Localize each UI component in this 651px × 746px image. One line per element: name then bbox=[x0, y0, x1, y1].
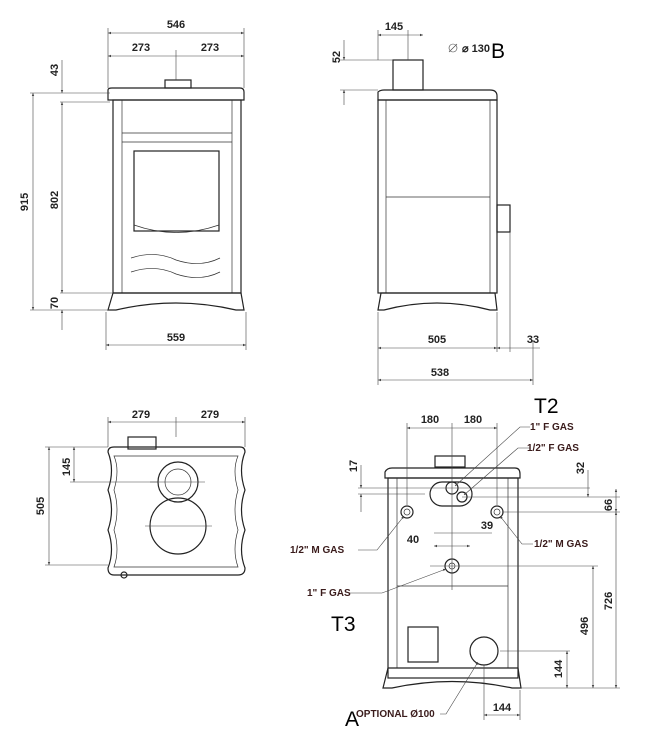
dim-total-depth: 538 bbox=[431, 367, 449, 379]
dim-39: 39 bbox=[481, 520, 493, 532]
dim-17: 17 bbox=[348, 460, 360, 472]
side-view: 145 ⌀ 130 B 52 505 33 538 bbox=[331, 21, 540, 385]
dim-half-left: 279 bbox=[132, 409, 150, 421]
dim-144-vertical: 144 bbox=[553, 659, 565, 678]
dim-half-right: 279 bbox=[201, 409, 219, 421]
label-half-m-gas-right: 1/2" M GAS bbox=[534, 539, 589, 550]
dim-depth: 505 bbox=[35, 497, 47, 515]
label-1in-f-gas-top: 1" F GAS bbox=[530, 422, 574, 433]
dim-flue-diameter: ⌀ 130 bbox=[462, 43, 490, 55]
dim-32: 32 bbox=[575, 462, 587, 474]
front-view: 546 273 273 43 915 802 70 559 bbox=[19, 19, 247, 350]
dim-flue-offset: 145 bbox=[385, 21, 403, 33]
top-view: 279 279 145 505 bbox=[35, 409, 246, 579]
dim-handle-depth: 33 bbox=[527, 334, 539, 346]
label-half-m-gas-left: 1/2" M GAS bbox=[290, 545, 345, 556]
dim-leg-height: 70 bbox=[49, 297, 61, 309]
dim-flue-height: 52 bbox=[331, 51, 343, 63]
dim-half-left: 273 bbox=[132, 42, 150, 54]
dim-66: 66 bbox=[603, 499, 615, 511]
dim-right-offset: 180 bbox=[464, 414, 482, 426]
dim-body-height: 802 bbox=[49, 191, 61, 209]
dim-496: 496 bbox=[579, 617, 591, 635]
dim-depth: 505 bbox=[428, 334, 446, 346]
dim-top-height: 43 bbox=[49, 64, 61, 76]
dim-half-right: 273 bbox=[201, 42, 219, 54]
label-t3: T3 bbox=[331, 613, 356, 636]
dim-726: 726 bbox=[603, 592, 615, 610]
dim-base-width: 559 bbox=[167, 332, 185, 344]
dim-total-height: 915 bbox=[19, 193, 31, 211]
label-b: B bbox=[491, 40, 505, 63]
dim-40: 40 bbox=[407, 534, 419, 546]
label-1in-f-gas-mid: 1" F GAS bbox=[307, 588, 351, 599]
label-optional-outlet: OPTIONAL Ø100 bbox=[356, 709, 435, 720]
back-view: 180 180 T2 T3 A 1" F GAS 1/2" F GAS 1/2"… bbox=[290, 395, 620, 731]
dim-overall-width: 546 bbox=[167, 19, 185, 31]
label-a: A bbox=[345, 708, 359, 731]
label-half-f-gas: 1/2" F GAS bbox=[527, 443, 579, 454]
dim-left-offset: 180 bbox=[421, 414, 439, 426]
label-t2: T2 bbox=[534, 395, 559, 418]
dim-144-horizontal: 144 bbox=[493, 702, 512, 714]
dim-flue-offset: 145 bbox=[61, 458, 73, 476]
